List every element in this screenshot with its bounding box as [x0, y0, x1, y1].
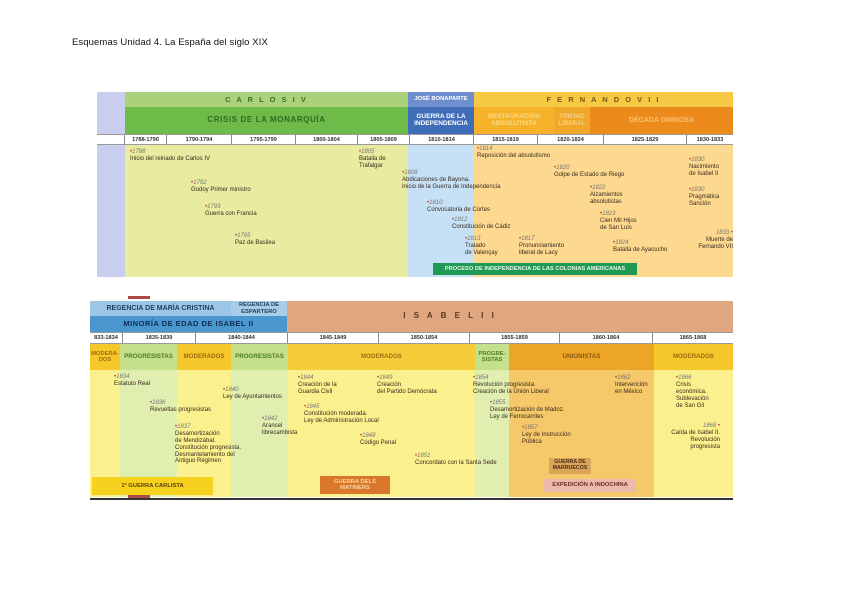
- year-axis: 1788-1790 1790-1794 1795-1799 1800-1804 …: [97, 134, 733, 145]
- body-carlos: [125, 145, 408, 277]
- year-tick: 1815-1819: [474, 135, 538, 144]
- year-tick: 1855-1859: [470, 333, 560, 343]
- party-row: MODERA- DOS PROGRESISTAS MODERADOS PROGR…: [90, 344, 733, 370]
- year-tick: 1800-1804: [296, 135, 358, 144]
- year-tick: 1805-1809: [358, 135, 410, 144]
- body-progresistas: [475, 370, 509, 497]
- document-title: Esquemas Unidad 4. La España del siglo X…: [72, 37, 268, 48]
- reign-fernando-vii: F E R N A N D O V I I: [474, 92, 733, 107]
- year-tick: 1810-1814: [410, 135, 474, 144]
- year-tick: 1850-1854: [379, 333, 470, 343]
- year-tick: 1845-1849: [288, 333, 379, 343]
- reign-jose-bonaparte: JOSÉ BONAPARTE: [408, 92, 474, 107]
- reign-isabel-ii: I S A B E L I I: [287, 301, 733, 332]
- banner-independencia-colonias: PROCESO DE INDEPENDENCIA DE LAS COLONIAS…: [433, 263, 637, 275]
- year-tick: 1840-1844: [196, 333, 288, 343]
- year-axis: 833-1834 1835-1839 1840-1844 1845-1849 1…: [90, 332, 733, 344]
- red-marker-top: [128, 296, 150, 299]
- tag-expedicion-indochina: EXPEDICIÓN A INDOCHINA: [544, 479, 636, 492]
- party-progresistas: PROGRESISTAS: [231, 344, 288, 370]
- period-restauracion-absolutista: RESTAURACIÓN ABSOLUTISTA: [474, 107, 554, 134]
- party-moderados: MODERA- DOS: [90, 344, 120, 370]
- timeline-carlos-fernando: C A R L O S I V JOSÉ BONAPARTE F E R N A…: [97, 92, 733, 277]
- left-margin-column: [97, 92, 125, 277]
- party-unionistas: UNIONISTAS: [509, 344, 654, 370]
- body-moderados: [654, 370, 733, 497]
- party-moderados: MODERADOS: [288, 344, 475, 370]
- year-tick: 1825-1829: [604, 135, 687, 144]
- party-progresistas: PROGRE- SISTAS: [475, 344, 509, 370]
- body-moderados: [90, 370, 120, 497]
- tag-guerra-marruecos: GUERRA DE MARRUECOS: [549, 458, 591, 474]
- year-tick: 1830-1833: [696, 136, 724, 143]
- tag-primera-guerra-carlista: 1ª GUERRA CARLISTA: [92, 477, 213, 495]
- year-tick: [97, 135, 125, 144]
- year-tick: 1788-1790: [125, 135, 167, 144]
- year-tick: 1860-1864: [560, 333, 653, 343]
- year-tick: 1795-1799: [232, 135, 296, 144]
- bottom-rule: [90, 498, 733, 500]
- minoria-isabel-ii: MINORÍA DE EDAD DE ISABEL II: [90, 316, 287, 332]
- reign-carlos-iv: C A R L O S I V: [125, 92, 408, 107]
- body-moderados: [177, 370, 231, 497]
- regencia-maria-cristina: REGENCIA DE MARÍA CRISTINA: [90, 301, 231, 316]
- year-tick: 1835-1839: [123, 333, 196, 343]
- body-guerra: [408, 145, 474, 277]
- party-moderados: MODERADOS: [654, 344, 733, 370]
- body-unionistas: [509, 370, 654, 497]
- period-trienio-liberal: TRIENIO LIBERAL: [554, 107, 590, 134]
- year-tick: 833-1834: [90, 333, 123, 343]
- period-guerra-independencia: GUERRA DE LA INDEPENDENCIA: [408, 107, 474, 134]
- event-1868: 1868Caída de Isabel II. Revolución progr…: [650, 423, 720, 451]
- period-crisis-monarquia: CRISIS DE LA MONARQUÍA: [125, 107, 408, 134]
- year-tick: 1790-1794: [167, 135, 232, 144]
- period-decada-ominosa: DÉCADA OMINOSA: [590, 107, 733, 134]
- year-tick: 1865-1868: [679, 335, 707, 341]
- timeline-isabel-ii: REGENCIA DE MARÍA CRISTINA REGENCIA DE E…: [90, 296, 733, 501]
- red-marker-bottom: [128, 495, 150, 498]
- party-moderados: MODERADOS: [177, 344, 231, 370]
- party-progresistas: PROGRESISTAS: [120, 344, 177, 370]
- year-tick: 1820-1824: [538, 135, 604, 144]
- tag-guerra-matiners: GUERRA DELS MATINERS: [320, 476, 390, 494]
- regencia-espartero: REGENCIA DE ESPARTERO: [231, 301, 287, 316]
- body-progresistas: [120, 370, 177, 497]
- event-1833: 1833Muerte de Fernando VII: [698, 230, 733, 251]
